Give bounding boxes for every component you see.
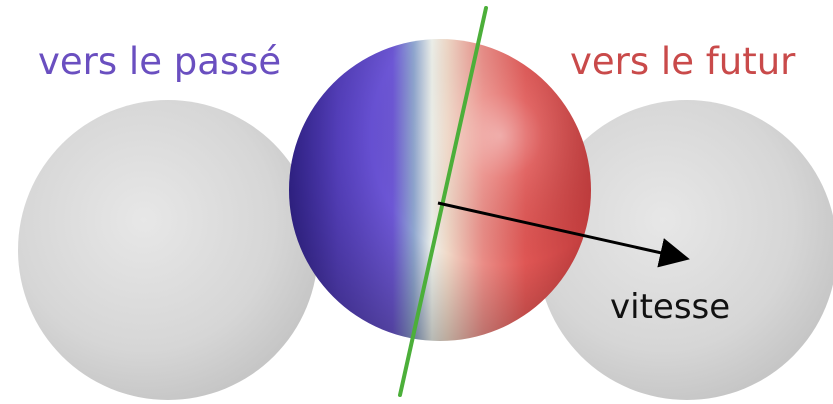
velocity-arrow [437,201,690,268]
label-speed: vitesse [610,287,731,327]
green-divider-line [398,6,488,397]
center-sphere [289,39,591,341]
gray-sphere-icon [18,100,318,400]
label-future: vers le futur [570,40,796,83]
label-past: vers le passé [38,40,282,83]
left-gray-sphere [18,100,318,400]
sphere-shading [289,39,591,341]
